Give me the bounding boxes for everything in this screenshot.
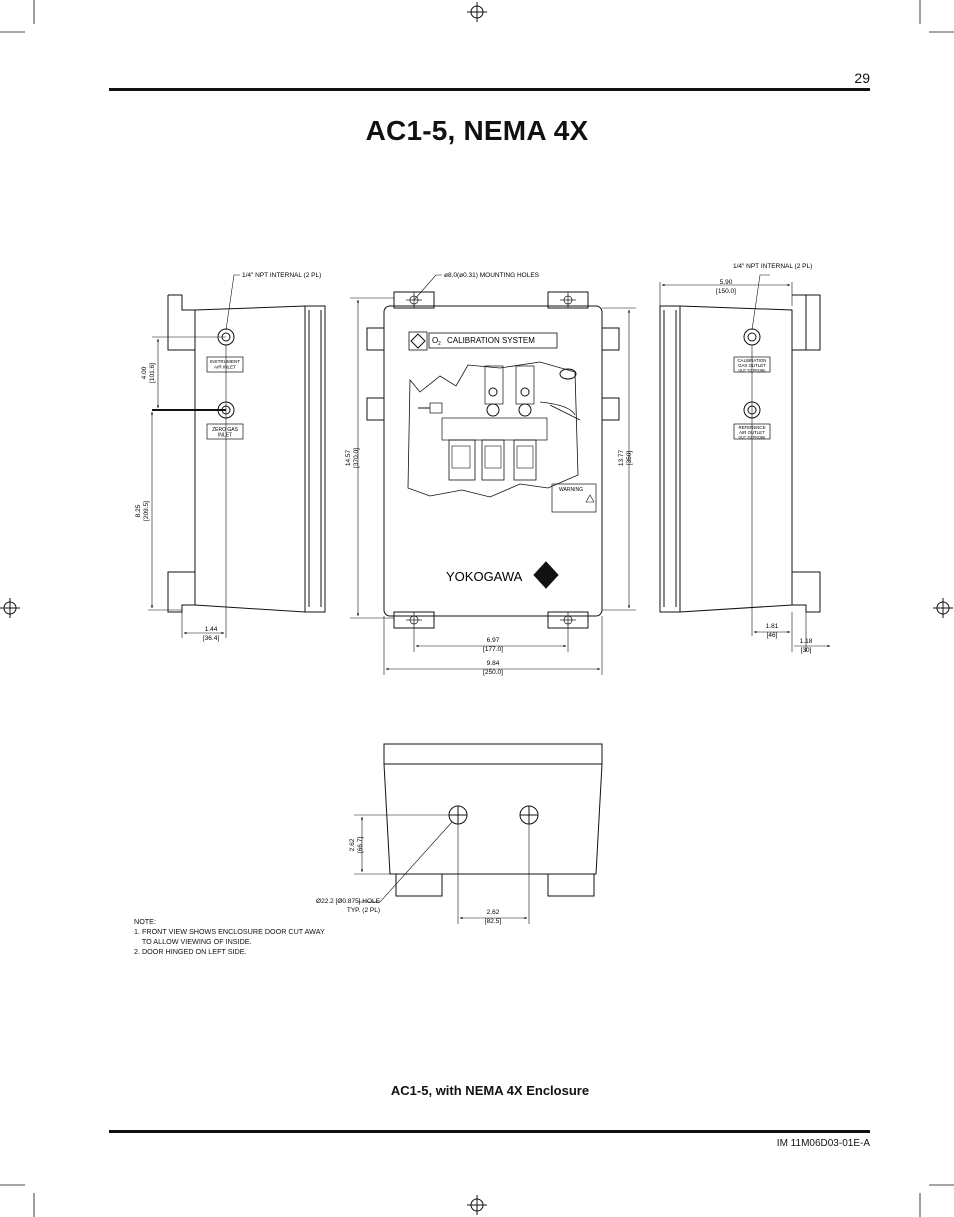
callout-hole: Ø22.2 [Ø0.875] HOLE bbox=[316, 898, 381, 905]
document-id: IM 11M06D03-01E-A bbox=[776, 1138, 870, 1149]
registration-mark-top bbox=[467, 2, 487, 22]
notes-heading: NOTE: bbox=[134, 917, 156, 926]
note-item: TO ALLOW VIEWING OF INSIDE. bbox=[134, 937, 252, 946]
dim-1-44: 1.44 bbox=[205, 626, 218, 633]
page-number: 29 bbox=[854, 70, 870, 86]
label-ref-air-1: REFERENCE bbox=[738, 425, 765, 430]
registration-mark-bottom bbox=[467, 1195, 487, 1215]
note-item: 2. DOOR HINGED ON LEFT SIDE. bbox=[134, 947, 247, 956]
note-item: 1. FRONT VIEW SHOWS ENCLOSURE DOOR CUT A… bbox=[134, 927, 325, 936]
dim-6-97: 6.97 bbox=[487, 637, 500, 644]
drawing-notes: NOTE: 1. FRONT VIEW SHOWS ENCLOSURE DOOR… bbox=[134, 917, 325, 957]
svg-text:[209.5]: [209.5] bbox=[143, 501, 150, 521]
label-ref-air-3: OUT TO PROBE bbox=[739, 436, 767, 440]
dim-13-77: 13.77 [350] bbox=[618, 449, 633, 466]
label-cal-gas-3: OUT TO PROBE bbox=[739, 369, 767, 373]
dim-2-62-horizontal: 2.62 bbox=[487, 909, 500, 916]
footer-rule bbox=[109, 1130, 870, 1133]
dim-177-0: [177.0] bbox=[483, 646, 503, 653]
panel-o2: O bbox=[432, 336, 438, 345]
label-cal-gas-2: GAS OUTLET bbox=[738, 363, 766, 368]
dim-9-84: 9.84 bbox=[487, 660, 500, 667]
svg-text:[66.7]: [66.7] bbox=[357, 837, 364, 853]
panel-system-name: CALIBRATION SYSTEM bbox=[447, 336, 535, 345]
dim-250-0: [250.0] bbox=[483, 669, 503, 676]
label-instrument-air-1: INSTRUMENT bbox=[210, 359, 240, 364]
label-instrument-air-2: AIR INLET bbox=[214, 365, 236, 370]
svg-text:13.77: 13.77 bbox=[618, 449, 625, 466]
label-zero-gas-2: INLET bbox=[218, 433, 232, 439]
label-ref-air-2: AIR OUTLET bbox=[739, 430, 765, 435]
svg-text:14.57: 14.57 bbox=[345, 449, 352, 466]
front-view bbox=[350, 274, 636, 675]
left-side-view bbox=[148, 274, 326, 638]
callout-hole-typ: TYP. (2 PL) bbox=[347, 907, 380, 914]
callout-npt-right: 1/4" NPT INTERNAL (2 PL) bbox=[733, 263, 812, 270]
dim-1-81: 1.81 bbox=[766, 623, 779, 630]
page-title: AC1-5, NEMA 4X bbox=[365, 115, 589, 146]
dim-5-90: 5.90 bbox=[720, 279, 733, 286]
dim-36-4: [36.4] bbox=[203, 635, 219, 642]
dim-1-18: 1.18 bbox=[800, 638, 813, 645]
svg-text:8.25: 8.25 bbox=[135, 504, 142, 517]
label-zero-gas-1: ZERO GAS bbox=[212, 427, 239, 433]
dim-82-5: [82.5] bbox=[485, 918, 501, 925]
dim-8-25: 8.25 [209.5] bbox=[135, 501, 150, 521]
panel-warning: WARNING bbox=[559, 487, 583, 493]
dim-46: [46] bbox=[767, 632, 778, 639]
brand-yokogawa: YOKOGAWA bbox=[446, 569, 523, 584]
svg-text:4.00: 4.00 bbox=[141, 366, 148, 379]
dim-4-00: 4.00 [101.6] bbox=[141, 363, 156, 383]
svg-text:[350]: [350] bbox=[626, 451, 633, 466]
callout-mounting-holes: ø8.0(ø0.31) MOUNTING HOLES bbox=[444, 272, 540, 279]
svg-text:[101.6]: [101.6] bbox=[149, 363, 156, 383]
label-cal-gas-1: CALIBRATION bbox=[738, 358, 767, 363]
svg-text:2.62: 2.62 bbox=[349, 838, 356, 851]
callout-npt-left: 1/4" NPT INTERNAL (2 PL) bbox=[242, 272, 321, 279]
dim-150-0: [150.0] bbox=[716, 288, 736, 295]
svg-text:[370.0]: [370.0] bbox=[353, 448, 360, 468]
bottom-view bbox=[354, 743, 603, 924]
dim-14-57: 14.57 [370.0] bbox=[345, 448, 360, 468]
dim-30: [30] bbox=[801, 647, 812, 654]
dim-2-62-vertical: 2.62 [66.7] bbox=[349, 837, 364, 853]
right-side-view bbox=[659, 274, 831, 652]
panel-o2-sub: 2 bbox=[438, 341, 441, 347]
header-rule bbox=[109, 88, 870, 91]
registration-mark-right bbox=[933, 598, 953, 618]
registration-mark-left bbox=[0, 598, 20, 618]
figure-caption: AC1-5, with NEMA 4X Enclosure bbox=[390, 1083, 590, 1098]
